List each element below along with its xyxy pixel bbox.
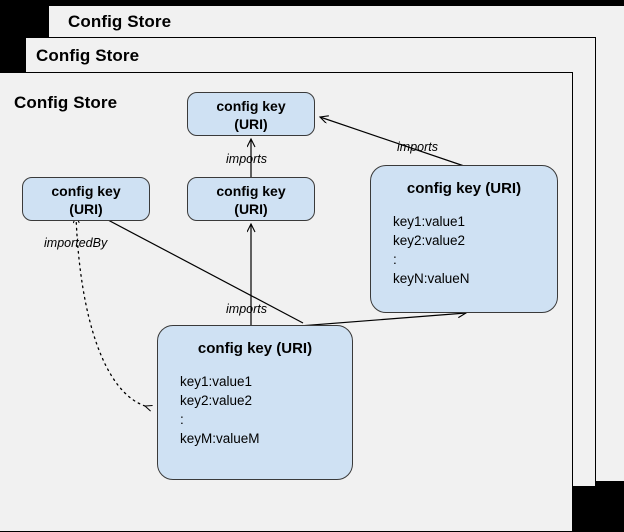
- edge-label-importedby: importedBy: [44, 236, 108, 250]
- edge-right-to-top: [320, 117, 471, 169]
- key-value-list: key1:value1 key2:value2 : keyM:valueM: [158, 372, 352, 448]
- node-config-key-middle[interactable]: config key (URI): [187, 177, 315, 221]
- node-title: config key (URI): [216, 183, 286, 217]
- node-config-key-right[interactable]: config key (URI) key1:value1 key2:value2…: [370, 165, 558, 313]
- node-config-key-bottom[interactable]: config key (URI) key1:value1 key2:value2…: [157, 325, 353, 480]
- key-value-entry: :: [180, 412, 184, 427]
- panel-title-inner: Config Store: [14, 93, 118, 112]
- key-value-entry: key2:value2: [180, 393, 253, 408]
- key-value-entry: key1:value1: [180, 374, 253, 389]
- key-value-list: key1:value1 key2:value2 : keyN:valueN: [371, 212, 557, 288]
- edge-label-right-to-top: imports: [397, 140, 438, 154]
- node-config-key-left[interactable]: config key (URI): [22, 177, 150, 221]
- node-title: config key (URI): [197, 340, 313, 357]
- node-title: config key (URI): [406, 180, 522, 197]
- panel-title-outer: Config Store: [68, 12, 172, 31]
- panel-title-middle: Config Store: [36, 46, 140, 65]
- key-value-entry: key1:value1: [393, 214, 466, 229]
- edge-label-mid-to-top: imports: [226, 152, 267, 166]
- key-value-entry: keyM:valueM: [180, 431, 260, 446]
- node-title: config key (URI): [216, 98, 286, 132]
- key-value-entry: keyN:valueN: [393, 271, 470, 286]
- edge-label-bottom-to-mid: imports: [226, 302, 267, 316]
- key-value-entry: :: [393, 252, 397, 267]
- key-value-entry: key2:value2: [393, 233, 466, 248]
- node-title: config key (URI): [51, 183, 121, 217]
- node-config-key-top[interactable]: config key (URI): [187, 92, 315, 136]
- edge-left-importedby: [76, 216, 145, 406]
- edge-right-to-left: [91, 211, 304, 324]
